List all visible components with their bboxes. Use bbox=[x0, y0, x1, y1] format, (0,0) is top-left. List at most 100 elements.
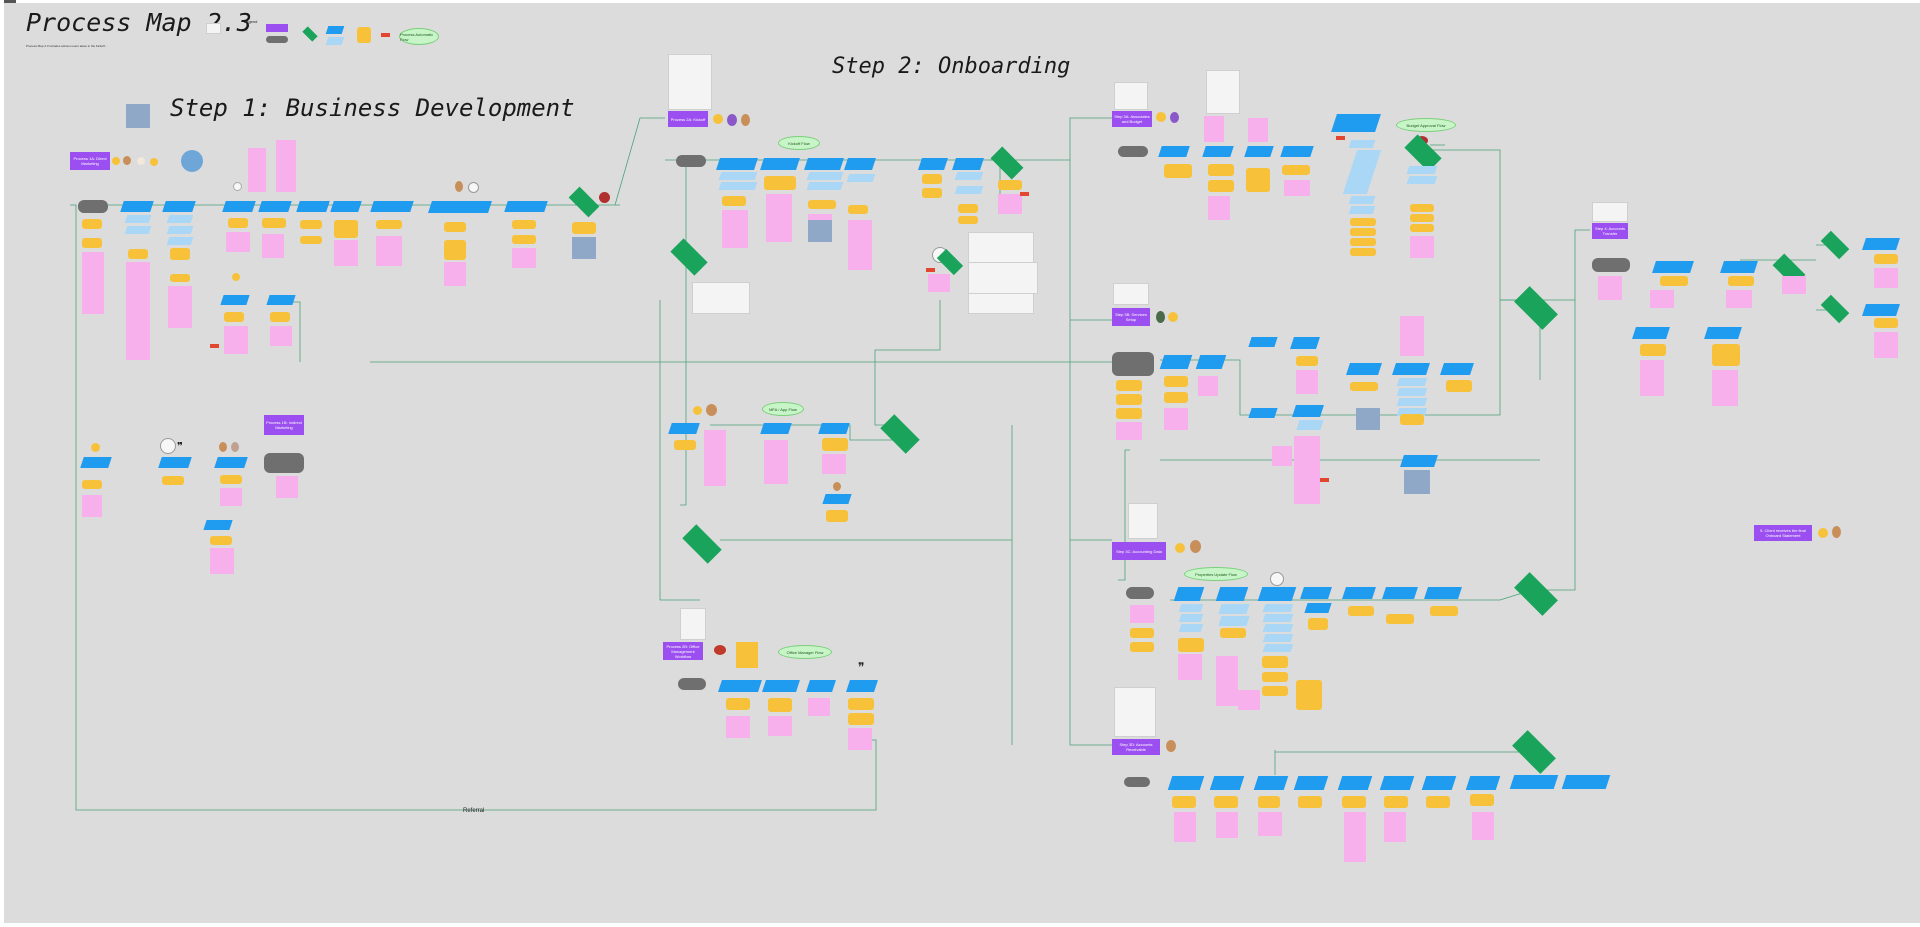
document-thumbnail-icon[interactable] bbox=[692, 282, 750, 314]
document-thumbnail-icon[interactable] bbox=[1592, 202, 1628, 222]
process-2a-box[interactable]: Process 2A: Kickoff bbox=[668, 111, 708, 127]
action-node[interactable] bbox=[1862, 238, 1900, 250]
start-node[interactable] bbox=[78, 200, 108, 213]
action-node[interactable] bbox=[1202, 146, 1234, 157]
document-thumbnail-icon[interactable] bbox=[1114, 687, 1156, 737]
start-node[interactable] bbox=[1592, 258, 1630, 272]
action-node[interactable] bbox=[804, 158, 844, 170]
action-node[interactable] bbox=[1253, 776, 1289, 790]
action-node[interactable] bbox=[1158, 146, 1190, 157]
start-node[interactable] bbox=[1112, 352, 1154, 376]
action-node[interactable] bbox=[762, 680, 800, 692]
action-node[interactable] bbox=[1209, 776, 1245, 790]
action-node[interactable] bbox=[844, 158, 876, 170]
action-node[interactable] bbox=[1257, 587, 1297, 601]
action-node[interactable] bbox=[330, 201, 362, 212]
action-node[interactable] bbox=[1173, 587, 1205, 601]
action-node[interactable] bbox=[428, 201, 492, 213]
action-node[interactable] bbox=[822, 494, 852, 504]
start-node[interactable] bbox=[1118, 146, 1148, 157]
action-node[interactable] bbox=[1652, 261, 1694, 273]
action-node[interactable] bbox=[203, 520, 233, 530]
step-3a-box[interactable]: Step 3A: Associates and Budget bbox=[1112, 111, 1152, 127]
action-node[interactable] bbox=[1561, 775, 1611, 789]
action-node[interactable] bbox=[158, 457, 192, 468]
document-thumbnail-icon[interactable] bbox=[1113, 283, 1149, 305]
action-node[interactable] bbox=[1509, 775, 1559, 789]
action-node[interactable] bbox=[952, 158, 984, 170]
action-node[interactable] bbox=[120, 201, 154, 212]
action-node[interactable] bbox=[846, 680, 878, 692]
action-node[interactable] bbox=[258, 201, 292, 212]
action-node[interactable] bbox=[1248, 337, 1278, 347]
action-node[interactable] bbox=[1337, 776, 1373, 790]
action-node[interactable] bbox=[1244, 146, 1274, 157]
action-node[interactable] bbox=[1293, 776, 1329, 790]
action-node[interactable] bbox=[818, 423, 850, 434]
action-node[interactable] bbox=[1424, 587, 1462, 599]
action-node[interactable] bbox=[1400, 455, 1438, 467]
action-node[interactable] bbox=[1304, 603, 1332, 613]
action-node[interactable] bbox=[1300, 587, 1332, 599]
start-node[interactable] bbox=[676, 155, 706, 167]
document-thumbnail-icon[interactable] bbox=[968, 262, 1038, 294]
action-node[interactable] bbox=[1195, 355, 1227, 369]
action-node[interactable] bbox=[80, 457, 112, 468]
action-node[interactable] bbox=[370, 201, 414, 212]
action-node[interactable] bbox=[162, 201, 196, 212]
action-node[interactable] bbox=[1465, 776, 1501, 790]
action-node[interactable] bbox=[1421, 776, 1457, 790]
action-node[interactable] bbox=[1382, 587, 1418, 599]
start-node[interactable] bbox=[1124, 777, 1150, 787]
action-node[interactable] bbox=[214, 457, 248, 468]
action-node[interactable] bbox=[716, 158, 758, 170]
process-1a-box[interactable]: Process 1A: Direct Marketing bbox=[70, 152, 110, 170]
action-node[interactable] bbox=[1862, 304, 1900, 316]
action-node[interactable] bbox=[1290, 337, 1320, 349]
action-node[interactable] bbox=[220, 295, 250, 305]
action-node[interactable] bbox=[668, 423, 700, 434]
step-3b-box[interactable]: Step 3B: Services Setup bbox=[1112, 308, 1150, 326]
start-node[interactable] bbox=[678, 678, 706, 690]
action-node[interactable] bbox=[718, 680, 762, 692]
start-node[interactable] bbox=[264, 453, 304, 473]
action-node[interactable] bbox=[1632, 327, 1670, 339]
action-node[interactable] bbox=[1215, 587, 1249, 601]
action-node[interactable] bbox=[1292, 405, 1324, 417]
action-node[interactable] bbox=[760, 158, 800, 170]
action-node[interactable] bbox=[1280, 146, 1314, 157]
step-3c-box[interactable]: Step 3C: Accounting Data bbox=[1112, 542, 1166, 560]
action-node[interactable] bbox=[266, 295, 296, 305]
action-node[interactable] bbox=[504, 201, 548, 212]
action-node[interactable] bbox=[1720, 261, 1758, 273]
client-onboard-box[interactable]: 5. Client receives the final Onboard Sta… bbox=[1754, 525, 1812, 541]
step-3d-box[interactable]: Step 3D: Accounts Receivable bbox=[1112, 739, 1160, 755]
action-node[interactable] bbox=[1342, 587, 1376, 599]
process-2b-box[interactable]: Process 2B: Office Management Workflow bbox=[663, 642, 703, 660]
action-node[interactable] bbox=[1167, 776, 1205, 790]
document-thumbnail-icon[interactable] bbox=[1206, 70, 1240, 114]
action-node[interactable] bbox=[1331, 114, 1381, 132]
action-node[interactable] bbox=[1704, 327, 1742, 339]
action-node[interactable] bbox=[760, 423, 792, 434]
action-node[interactable] bbox=[1392, 363, 1430, 375]
legend-start-item bbox=[266, 36, 288, 43]
step-4-box[interactable]: Step 4: Accounts Transfer bbox=[1592, 223, 1628, 239]
document-thumbnail-icon[interactable] bbox=[680, 608, 706, 640]
document-thumbnail-icon[interactable] bbox=[1114, 82, 1148, 110]
action-node[interactable] bbox=[1346, 363, 1382, 375]
start-node[interactable] bbox=[1126, 587, 1154, 599]
action-node[interactable] bbox=[222, 201, 256, 212]
action-node[interactable] bbox=[1248, 408, 1278, 418]
document-thumbnail-icon[interactable] bbox=[1128, 503, 1158, 539]
action-node[interactable] bbox=[806, 680, 836, 692]
action-node[interactable] bbox=[1159, 355, 1193, 369]
process-map-board[interactable] bbox=[4, 3, 1920, 923]
process-1b-box[interactable]: Process 1B: Indirect Marketing bbox=[264, 415, 304, 435]
action-node[interactable] bbox=[296, 201, 330, 212]
action-node[interactable] bbox=[918, 158, 948, 170]
action-node[interactable] bbox=[1379, 776, 1415, 790]
document-thumbnail-icon[interactable] bbox=[668, 54, 712, 110]
action-node[interactable] bbox=[1440, 363, 1474, 375]
